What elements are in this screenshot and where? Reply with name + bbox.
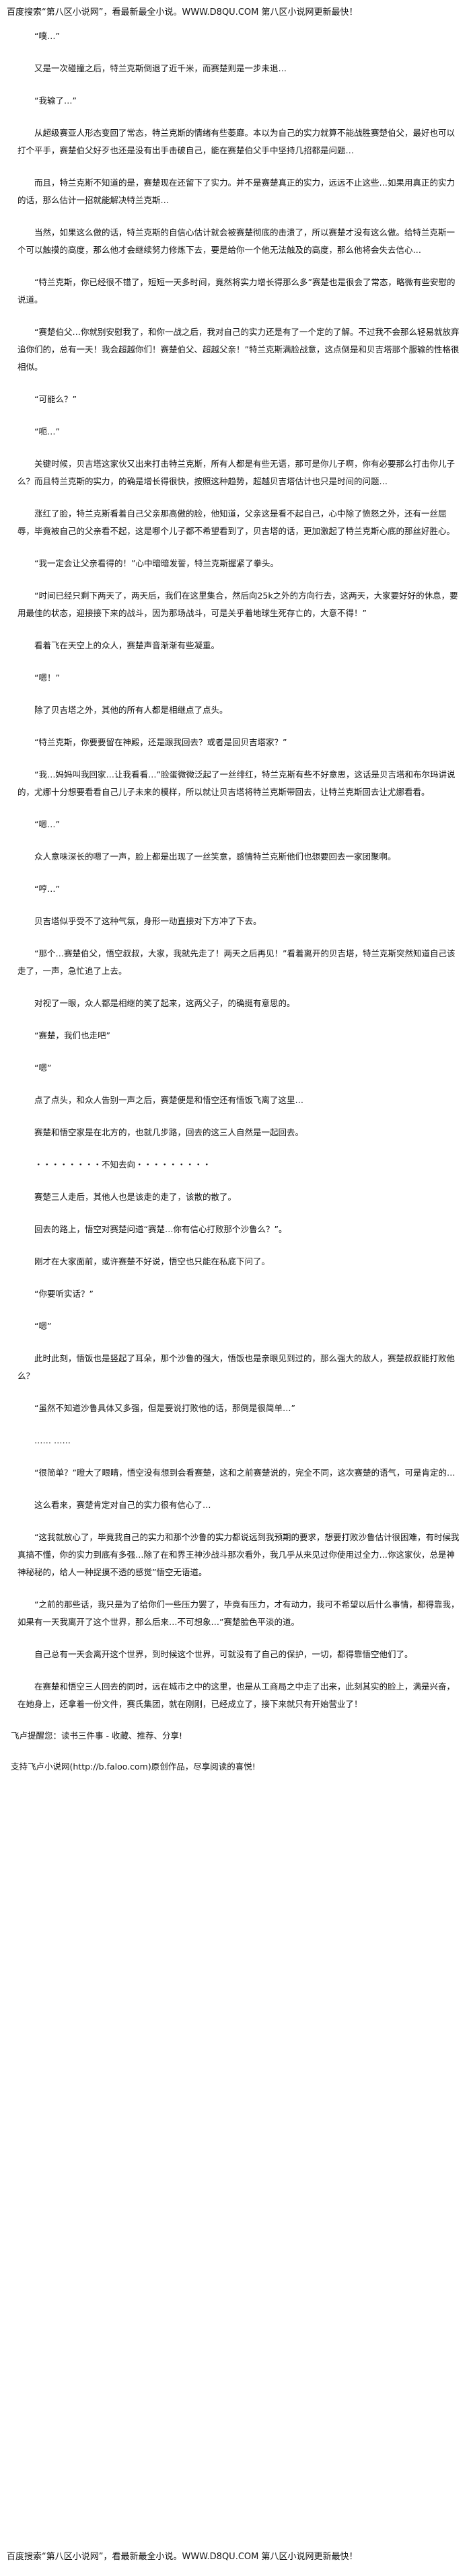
paragraph: “嗯…” xyxy=(34,819,60,829)
paragraph: “之前的那些话，我只是为了给你们一些压力罢了，毕竟有压力，才有动力，我可不希望以… xyxy=(17,1599,460,1627)
top-banner: 百度搜索“第八区小说网”，看最新最全小说。WWW.D8QU.COM 第八区小说网… xyxy=(7,7,358,17)
paragraph: “这我就放心了，毕竟我自己的实力和那个沙鲁的实力都说远到我预期的要求，想要打败沙… xyxy=(17,1532,460,1577)
paragraph: 自己总有一天会离开这个世界，到时候这个世界，可就没有了自己的保护，一切，都得靠悟… xyxy=(34,1649,413,1659)
paragraph: 此时此刻，悟饭也是竖起了耳朵，那个沙鲁的强大，悟饭也是亲眼见到过的，那么强大的敌… xyxy=(17,1353,456,1381)
reading-tip: 飞卢提醒您：读书三件事 - 收藏、推荐、分享! xyxy=(11,1731,182,1741)
chapter-footer: 飞卢提醒您：读书三件事 - 收藏、推荐、分享! 支持飞卢小说网(http://b.… xyxy=(7,1728,464,1775)
paragraph: “你要听实话？” xyxy=(34,1289,94,1299)
paragraph: “嗯” xyxy=(34,1063,52,1073)
paragraph: 刚才在大家面前，或许赛楚不好说，悟空也只能在私底下问了。 xyxy=(34,1256,270,1266)
paragraph: 涨红了脸，特兰克斯看着自己父亲那高傲的脸，他知道，父亲这是看不起自己，心中除了愤… xyxy=(17,508,456,536)
paragraph: “赛楚，我们也走吧” xyxy=(34,1030,110,1040)
paragraph: 在赛楚和悟空三人回去的同时，远在城市之中的这里，也是从工商局之中走了出来，此刻其… xyxy=(17,1681,456,1709)
paragraph: “虽然不知道沙鲁具体又多强，但是要说打败他的话，那倒是很简单…” xyxy=(34,1403,295,1413)
paragraph: 众人意味深长的嗯了一声，脸上都是出现了一丝笑意，感情特兰克斯他们也想要回去一家团… xyxy=(34,851,396,862)
paragraph: “特兰克斯，你要要留在神殿，还是跟我回去？或者是回贝吉塔家？” xyxy=(34,737,287,747)
paragraph: “噗…” xyxy=(34,31,60,41)
paragraph: “我一定会让父亲看得的！”心中暗暗发誓，特兰克斯握紧了拳头。 xyxy=(34,558,279,568)
paragraph: “很简单？”瞪大了眼睛，悟空没有想到会看赛楚，这和之前赛楚说的，完全不同，这次赛… xyxy=(34,1468,456,1478)
paragraph: 从超级赛亚人形态变回了常态，特兰克斯的情绪有些萎靡。本以为自己的实力就算不能战胜… xyxy=(17,128,456,155)
paragraph: 贝吉塔似乎受不了这种气氛，身形一动直接对下方冲了下去。 xyxy=(34,916,262,926)
paragraph: “特兰克斯，你已经很不错了，短短一天多时间，竟然将实力增长得那么多”赛楚也是很会… xyxy=(17,277,456,305)
chapter-content: “噗…” 又是一次碰撞之后，特兰克斯倒退了近千米，而赛楚则是一步未退… “我输了…”… xyxy=(7,22,464,1713)
support-link-text: 支持飞卢小说网(http://b.faloo.com)原创作品，尽享阅读的喜悦! xyxy=(11,1761,256,1772)
paragraph: “嗯” xyxy=(34,1321,52,1331)
paragraph: “可能么？” xyxy=(34,394,77,404)
paragraph: 又是一次碰撞之后，特兰克斯倒退了近千米，而赛楚则是一步未退… xyxy=(34,63,287,73)
paragraph: “我输了…” xyxy=(34,96,77,106)
paragraph: ・・・・・・・・不知去向・・・・・・・・・ xyxy=(34,1160,211,1170)
paragraph: “嗯！” xyxy=(34,673,60,683)
paragraph: 而且，特兰克斯不知道的是，赛楚现在还留下了实力。并不是赛楚真正的实力，远远不止这… xyxy=(17,178,456,205)
paragraph: 除了贝吉塔之外，其他的所有人都是相继点了点头。 xyxy=(34,705,228,715)
bottom-banner: 百度搜索“第八区小说网”，看最新最全小说。WWW.D8QU.COM 第八区小说网… xyxy=(7,2552,358,2562)
paragraph: “时间已经只剩下两天了，两天后，我们在这里集合，然后向25k之外的方向行去，这两… xyxy=(17,591,458,618)
paragraph: 当然，如果这么做的话，特兰克斯的自信心估计就会被赛楚彻底的击溃了，所以赛楚才没有… xyxy=(17,227,456,255)
paragraph: 看着飞在天空上的众人，赛楚声音渐渐有些凝重。 xyxy=(34,640,220,650)
paragraph: “赛楚伯父…你就别安慰我了，和你一战之后，我对自己的实力还是有了一个定的了解。不… xyxy=(17,327,460,372)
paragraph: 赛楚和悟空家是在北方的，也就几步路，回去的这三人自然是一起回去。 xyxy=(34,1127,304,1137)
paragraph: 回去的路上，悟空对赛楚问道“赛楚…你有信心打败那个沙鲁么？”。 xyxy=(34,1224,287,1234)
paragraph: 这么看来，赛楚肯定对自己的实力很有信心了… xyxy=(34,1500,211,1510)
paragraph: “我…妈妈叫我回家…让我看看…”脸蛋微微泛起了一丝绯红，特兰克斯有些不好意思，这… xyxy=(17,769,456,797)
paragraph: 点了点头，和众人告别一声之后，赛楚便是和悟空还有悟饭飞离了这里… xyxy=(34,1095,304,1105)
paragraph: “哼…” xyxy=(34,884,60,894)
paragraph: …… …… xyxy=(34,1435,71,1445)
paragraph: “那个…赛楚伯父，悟空叔叔，大家，我就先走了！两天之后再见！”看着离开的贝吉塔，… xyxy=(17,948,456,976)
paragraph: 赛楚三人走后，其他人也是该走的走了，该散的散了。 xyxy=(34,1192,237,1202)
paragraph: 对视了一眼，众人都是相继的笑了起来，这两父子，的确挺有意思的。 xyxy=(34,998,295,1008)
paragraph: 关键时候，贝吉塔这家伙又出来打击特兰克斯，所有人都是有些无语，那可是你儿子啊，你… xyxy=(17,459,456,486)
paragraph: “呃…” xyxy=(34,426,60,437)
